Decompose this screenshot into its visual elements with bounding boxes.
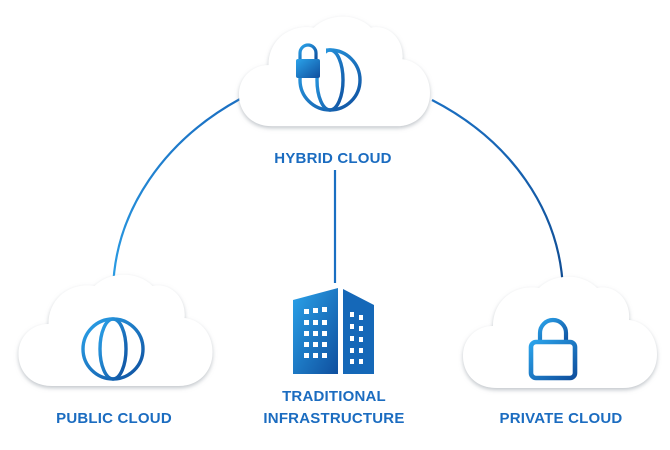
padlock-icon	[528, 317, 578, 381]
office-building-icon	[293, 288, 374, 374]
traditional-label-line1: TRADITIONAL	[282, 388, 386, 405]
public-cloud-node: PUBLIC CLOUD	[18, 274, 213, 427]
connections	[111, 98, 565, 291]
traditional-label-line2: INFRASTRUCTURE	[263, 410, 404, 427]
globe-icon	[81, 317, 145, 381]
private-cloud-label: PRIVATE CLOUD	[500, 410, 623, 427]
private-cloud-node: PRIVATE CLOUD	[463, 276, 657, 427]
edge-hybrid-to-public	[111, 98, 241, 291]
public-cloud-shape	[18, 274, 213, 386]
public-cloud-label: PUBLIC CLOUD	[56, 410, 172, 427]
hybrid-cloud-node: HYBRID CLOUD	[238, 16, 430, 167]
hybrid-lock-badge	[290, 43, 326, 78]
edge-hybrid-to-private	[431, 99, 565, 291]
globe-lock-icon	[298, 48, 362, 112]
traditional-infrastructure-node: TRADITIONAL INFRASTRUCTURE	[263, 288, 404, 427]
private-cloud-shape	[463, 276, 657, 388]
hybrid-cloud-label: HYBRID CLOUD	[274, 150, 391, 167]
